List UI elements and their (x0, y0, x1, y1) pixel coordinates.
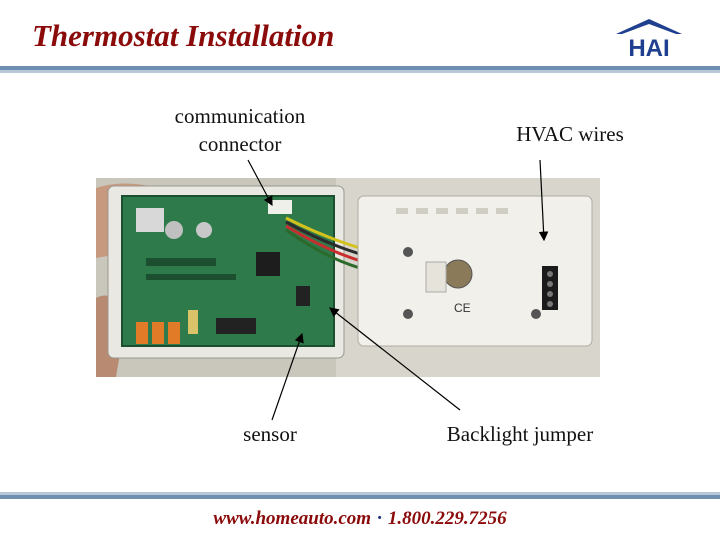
hai-logo: HAI (616, 19, 682, 60)
thermostat-photo: CE (96, 178, 600, 377)
label-hvac-wires: HVAC wires (516, 122, 624, 146)
top-divider-band-light (0, 70, 720, 73)
logo-text: HAI (628, 35, 669, 60)
bottom-divider-band-light (0, 492, 720, 495)
slide-title: Thermostat Installation (32, 18, 335, 53)
bottom-divider-band (0, 495, 720, 499)
footer-url[interactable]: www.homeauto.com (213, 508, 372, 529)
label-communication-connector: communication connector (174, 104, 306, 156)
label-sensor: sensor (243, 422, 297, 446)
top-divider-band (0, 66, 720, 70)
svg-text:CE: CE (454, 301, 471, 315)
footer-separator: · (377, 508, 382, 529)
footer-phone: 1.800.229.7256 (387, 508, 507, 529)
footer-contact: www.homeauto.com·1.800.229.7256 (0, 508, 720, 530)
label-backlight-jumper: Backlight jumper (446, 422, 594, 446)
